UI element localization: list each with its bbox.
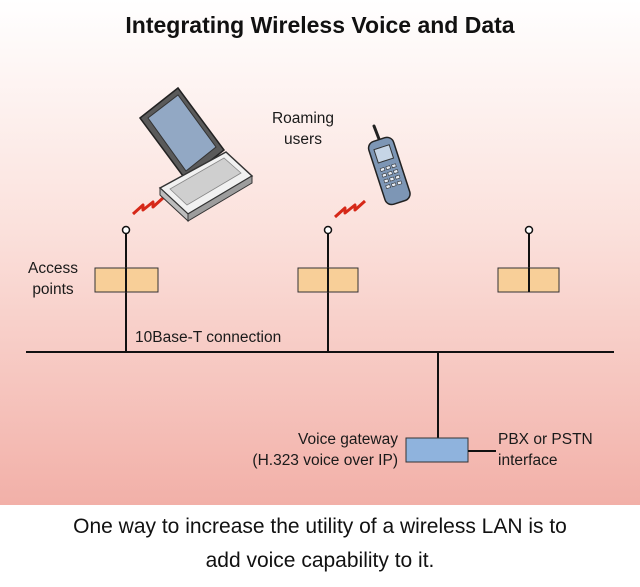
access-point-1: [94, 225, 159, 352]
access-points-line-1: Access: [28, 260, 78, 277]
voice-gateway-line-1: Voice gateway: [298, 431, 398, 448]
access-point-3: [497, 225, 560, 293]
access-point-2: [297, 225, 359, 352]
roaming-users-line-1: Roaming: [271, 110, 335, 127]
voice-gateway-line-2: (H.323 voice over IP): [252, 452, 398, 469]
pbx-interface-label: PBX or PSTN interface: [498, 429, 593, 471]
diagram-panel: Integrating Wireless Voice and Data Roam…: [0, 0, 640, 505]
cell-phone-icon: [367, 124, 411, 206]
network-diagram: [26, 86, 614, 463]
pbx-interface-line-1: PBX or PSTN: [498, 431, 593, 448]
wireless-signal-icon: [333, 199, 367, 219]
access-points-line-2: points: [32, 281, 74, 298]
roaming-users-label: Roaming users: [264, 108, 342, 150]
figure-caption: One way to increase the utility of a wir…: [0, 510, 640, 578]
caption-line-2: add voice capability to it.: [205, 549, 435, 572]
voice-gateway-label: Voice gateway (H.323 voice over IP): [200, 429, 398, 471]
connection-label: 10Base-T connection: [135, 329, 282, 346]
access-points-label: Access points: [21, 258, 85, 300]
wireless-signal-icon: [131, 196, 165, 216]
roaming-users-line-2: users: [284, 131, 322, 148]
caption-line-1: One way to increase the utility of a wir…: [73, 515, 567, 538]
laptop-icon: [138, 86, 254, 223]
diagram-title: Integrating Wireless Voice and Data: [125, 12, 515, 38]
voice-gateway: [405, 352, 496, 463]
pbx-interface-line-2: interface: [498, 452, 558, 469]
